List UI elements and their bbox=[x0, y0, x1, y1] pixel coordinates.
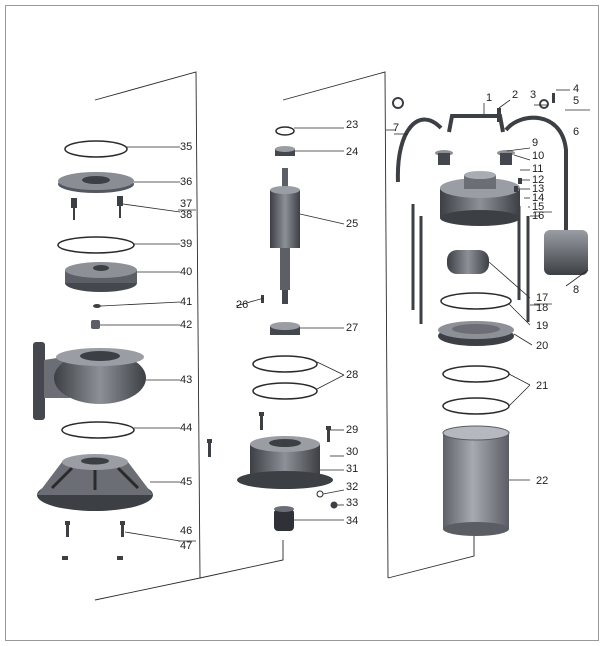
part-label: 20 bbox=[536, 340, 548, 352]
part-label: 43 bbox=[180, 374, 192, 386]
part-label: 23 bbox=[346, 119, 358, 131]
ball-33 bbox=[330, 501, 338, 509]
o-ring-35 bbox=[64, 140, 128, 158]
part-label: 15 bbox=[532, 201, 544, 213]
part-label: 2 bbox=[512, 89, 518, 101]
label-underlines bbox=[178, 133, 552, 542]
washer-32 bbox=[316, 490, 324, 498]
wear-plate-36 bbox=[58, 172, 134, 193]
part-label: 36 bbox=[180, 176, 192, 188]
part-label: 34 bbox=[346, 515, 358, 527]
panel-left-outline bbox=[94, 71, 201, 601]
handle-1 bbox=[447, 114, 505, 133]
o-ring-28a bbox=[252, 355, 318, 373]
clip-5 bbox=[392, 97, 404, 109]
motor-housing-31 bbox=[237, 436, 333, 489]
pump-volute-43 bbox=[33, 342, 146, 420]
part-label: 39 bbox=[180, 238, 192, 250]
part-label: 28 bbox=[346, 369, 358, 381]
part-label: 17 bbox=[536, 292, 548, 304]
panel-right-outline bbox=[387, 535, 475, 579]
key-26 bbox=[261, 295, 264, 303]
bearing-cover-20 bbox=[438, 321, 514, 346]
part-label: 5 bbox=[573, 95, 579, 107]
cable-gland-9 bbox=[435, 150, 453, 165]
part-label: 11 bbox=[532, 163, 543, 175]
impeller-40 bbox=[65, 262, 137, 292]
mechanical-seal-34 bbox=[274, 506, 294, 531]
screw-4 bbox=[552, 93, 555, 103]
part-label: 30 bbox=[346, 446, 358, 458]
part-label: 33 bbox=[346, 497, 358, 509]
o-ring-19 bbox=[440, 292, 512, 310]
rotor-shaft-25 bbox=[270, 168, 300, 304]
screw-2 bbox=[497, 108, 501, 122]
part-label: 24 bbox=[346, 146, 358, 158]
part-label: 7 bbox=[393, 122, 399, 134]
part-label: 21 bbox=[536, 380, 548, 392]
part-label: 6 bbox=[573, 126, 579, 138]
o-ring-21a bbox=[442, 365, 510, 383]
part-label: 31 bbox=[346, 463, 358, 475]
part-label: 4 bbox=[573, 83, 579, 95]
part-label: 25 bbox=[346, 218, 358, 230]
part-label: 29 bbox=[346, 424, 358, 436]
part-label: 13 bbox=[532, 183, 544, 195]
o-ring-23 bbox=[275, 126, 295, 136]
bearing-27 bbox=[270, 322, 300, 335]
bolts-29 bbox=[207, 412, 331, 457]
bearing-24 bbox=[275, 146, 295, 156]
part-label: 10 bbox=[532, 150, 544, 162]
capacitor-17 bbox=[447, 250, 489, 274]
part-label: 41 bbox=[180, 296, 192, 308]
diagram-frame bbox=[5, 5, 599, 641]
tie-rods-14 bbox=[411, 204, 530, 324]
nut-42 bbox=[91, 320, 100, 329]
leader-lines bbox=[100, 89, 590, 542]
part-label: 8 bbox=[573, 284, 579, 296]
part-label: 47 bbox=[180, 540, 192, 552]
part-label: 9 bbox=[532, 137, 538, 149]
pump-base-45 bbox=[37, 454, 153, 511]
part-label: 26 bbox=[236, 299, 248, 311]
part-number-labels: 1 2 3 4 5 6 7 8 9 10 11 12 13 14 15 16 1… bbox=[180, 83, 579, 552]
outer-casing-22 bbox=[442, 425, 510, 536]
part-label: 12 bbox=[532, 174, 544, 186]
part-label: 45 bbox=[180, 476, 192, 488]
part-label: 46 bbox=[180, 525, 192, 537]
part-label: 42 bbox=[180, 319, 192, 331]
part-label: 3 bbox=[530, 89, 536, 101]
part-label: 16 bbox=[532, 210, 544, 222]
part-label: 37 bbox=[180, 198, 192, 210]
clamp-3 bbox=[539, 99, 549, 109]
screw-12 bbox=[518, 178, 522, 184]
cable-gland-10 bbox=[497, 150, 515, 165]
part-label: 27 bbox=[346, 322, 358, 334]
o-ring-44 bbox=[61, 421, 135, 439]
part-label: 40 bbox=[180, 266, 192, 278]
power-cable-7 bbox=[395, 117, 443, 183]
part-label: 22 bbox=[536, 475, 548, 487]
float-switch-8 bbox=[544, 230, 588, 275]
o-ring-28b bbox=[252, 382, 318, 400]
part-label: 32 bbox=[346, 481, 358, 493]
part-label: 1 bbox=[486, 92, 492, 104]
part-label: 35 bbox=[180, 141, 192, 153]
top-cover-11 bbox=[440, 171, 520, 226]
washer-41 bbox=[93, 304, 101, 308]
o-ring-21b bbox=[442, 397, 510, 415]
part-label: 44 bbox=[180, 422, 192, 434]
screws-46 bbox=[62, 521, 125, 560]
bolts-37 bbox=[71, 196, 123, 220]
part-label: 18 bbox=[536, 302, 548, 314]
part-label: 19 bbox=[536, 320, 548, 332]
float-cable-6 bbox=[504, 115, 568, 232]
panel-middle-outline bbox=[199, 71, 389, 579]
screw-13 bbox=[514, 186, 518, 192]
o-ring-39 bbox=[57, 236, 135, 254]
part-label: 14 bbox=[532, 192, 544, 204]
part-label: 38 bbox=[180, 209, 192, 221]
